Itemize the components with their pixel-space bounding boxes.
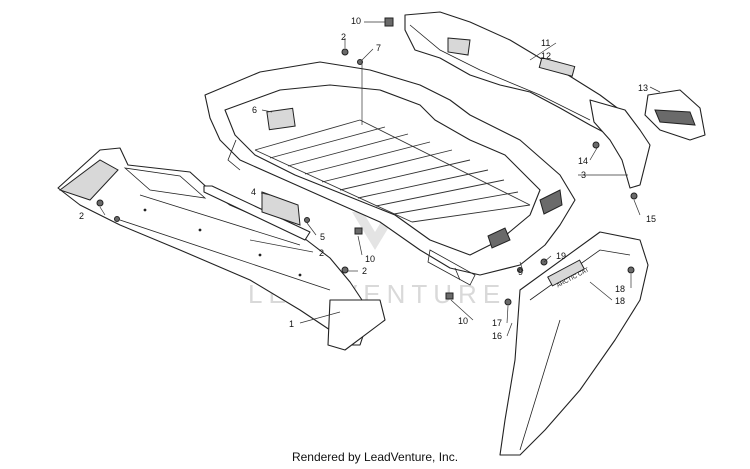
callout-10: 10 [458,316,468,326]
callout-9: 7 [376,43,381,53]
callout-4: 5 [320,232,325,242]
left-rail-panel [57,147,386,351]
leader-lines [99,21,661,337]
right-rail-panel [404,11,651,189]
callout-10: 10 [351,16,361,26]
callout-10: 10 [365,254,375,264]
callout-7: 9 [518,267,523,277]
callout-11: 11 [541,38,550,48]
callout-5: 3 [581,170,586,180]
callout-19: 19 [556,251,566,261]
callout-3: 2 [319,248,324,258]
callout-18: 17 [492,318,502,328]
side-strip [203,185,311,241]
callout-1: 1 [289,319,294,329]
callout-2: 2 [341,32,346,42]
tail-light [644,89,706,141]
callout-2: 2 [362,266,367,276]
callout-16: 16 [492,331,502,341]
callout-15: 15 [646,214,656,224]
callout-18: 18 [615,284,625,294]
cargo-box [204,61,576,286]
callout-2: 2 [79,211,84,221]
callout-14: 14 [578,156,588,166]
right-fender: ARCTIC CAT [499,231,649,456]
callout-13: 13 [638,83,648,93]
callout-17: 18 [615,296,625,306]
callout-8: 6 [252,105,257,115]
callout-12: 12 [541,51,551,61]
callout-6: 4 [251,187,256,197]
callouts: 10 2 7 6 11 12 13 14 3 15 2 4 5 2 10 1 2… [79,16,656,341]
render-credit: Rendered by LeadVenture, Inc. [291,450,459,464]
